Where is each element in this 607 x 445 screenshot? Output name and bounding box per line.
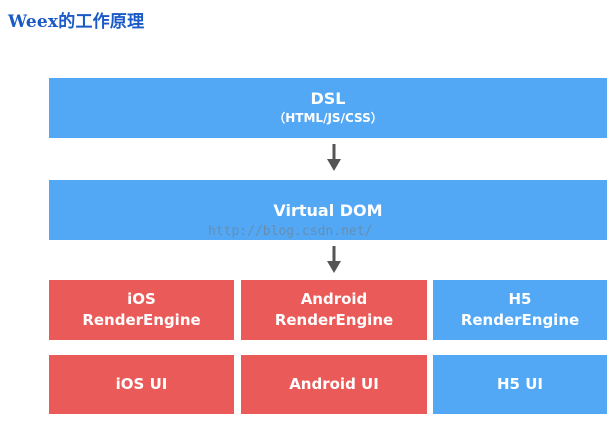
- h5-render-engine-box: H5 RenderEngine: [433, 280, 607, 340]
- virtual-dom-box: Virtual DOM: [49, 180, 607, 240]
- ios-engine-line1: iOS: [127, 290, 156, 308]
- virtual-dom-label: Virtual DOM: [273, 200, 383, 220]
- android-ui-box: Android UI: [241, 355, 427, 414]
- android-engine-line1: Android: [300, 290, 368, 308]
- arrow-down-icon: [327, 144, 341, 171]
- dsl-sublabel: （HTML/JS/CSS）: [273, 111, 383, 125]
- android-render-engine-box: Android RenderEngine: [241, 280, 427, 340]
- android-engine-line2: RenderEngine: [274, 311, 394, 329]
- android-ui-label: Android UI: [289, 375, 379, 393]
- dsl-box: DSL （HTML/JS/CSS）: [49, 78, 607, 138]
- h5-ui-box: H5 UI: [433, 355, 607, 414]
- h5-engine-line1: H5: [508, 290, 532, 308]
- ios-render-engine-box: iOS RenderEngine: [49, 280, 234, 340]
- h5-ui-label: H5 UI: [497, 375, 543, 393]
- page-title: Weex的工作原理: [8, 12, 145, 32]
- ios-engine-line2: RenderEngine: [82, 311, 201, 329]
- dsl-label: DSL: [310, 89, 346, 108]
- watermark-text: http://blog.csdn.net/: [208, 224, 373, 239]
- h5-engine-line2: RenderEngine: [460, 311, 580, 329]
- arrow-down-icon: [327, 246, 341, 273]
- ios-ui-label: iOS UI: [115, 375, 168, 393]
- ios-ui-box: iOS UI: [49, 355, 234, 414]
